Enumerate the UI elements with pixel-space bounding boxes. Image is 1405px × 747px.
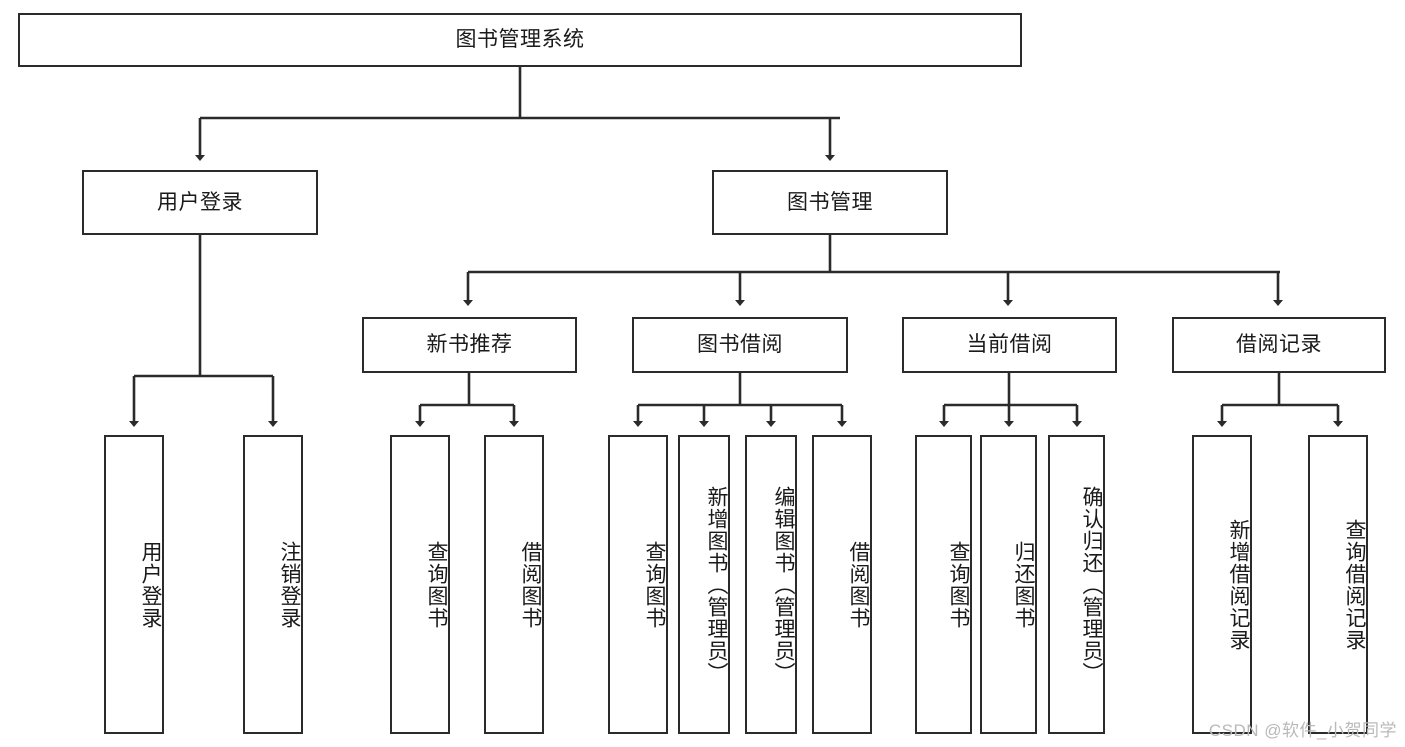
node-book-borrow-label: 图书借阅: [697, 333, 783, 357]
node-root[interactable]: 图书管理系统: [18, 13, 1022, 67]
node-book-management[interactable]: 图书管理: [712, 170, 948, 235]
node-new-book-recommend-label: 新书推荐: [426, 333, 513, 357]
node-leaf-return-book-label: 归还图书: [1012, 540, 1035, 629]
node-leaf-edit-book[interactable]: 编辑图书（管理员）: [745, 435, 797, 734]
node-leaf-add-book-label: 新增图书（管理员）: [705, 485, 728, 684]
node-leaf-borrow-book-1-label: 借阅图书: [519, 540, 542, 629]
node-leaf-query-book-2[interactable]: 查询图书: [608, 435, 668, 734]
node-user-login-label: 用户登录: [157, 190, 243, 214]
node-leaf-return-book[interactable]: 归还图书: [980, 435, 1037, 734]
node-leaf-query-record[interactable]: 查询借阅记录: [1308, 435, 1368, 734]
node-root-label: 图书管理系统: [455, 28, 585, 52]
node-leaf-query-book-1[interactable]: 查询图书: [390, 435, 450, 734]
node-leaf-query-book-3-label: 查询图书: [947, 540, 970, 629]
node-leaf-query-record-label: 查询借阅记录: [1343, 518, 1366, 651]
node-leaf-borrow-book-2-label: 借阅图书: [847, 540, 870, 629]
node-leaf-add-book[interactable]: 新增图书（管理员）: [678, 435, 730, 734]
node-book-management-label: 图书管理: [787, 190, 873, 214]
node-leaf-add-record[interactable]: 新增借阅记录: [1192, 435, 1252, 734]
node-leaf-confirm-return-label: 确认归还（管理员）: [1080, 485, 1103, 684]
node-current-borrow-label: 当前借阅: [966, 333, 1053, 357]
watermark: CSDN @软件_小贺同学: [1208, 721, 1397, 740]
node-leaf-add-record-label: 新增借阅记录: [1227, 518, 1250, 651]
node-borrow-record[interactable]: 借阅记录: [1172, 317, 1386, 373]
node-book-borrow[interactable]: 图书借阅: [632, 317, 848, 373]
node-leaf-user-login[interactable]: 用户登录: [104, 435, 164, 734]
node-leaf-logout-label: 注销登录: [278, 540, 301, 629]
node-leaf-query-book-1-label: 查询图书: [425, 540, 448, 629]
node-leaf-confirm-return[interactable]: 确认归还（管理员）: [1048, 435, 1105, 734]
node-user-login[interactable]: 用户登录: [82, 170, 318, 235]
node-leaf-borrow-book-1[interactable]: 借阅图书: [484, 435, 544, 734]
node-current-borrow[interactable]: 当前借阅: [902, 317, 1117, 373]
node-leaf-borrow-book-2[interactable]: 借阅图书: [812, 435, 872, 734]
node-new-book-recommend[interactable]: 新书推荐: [362, 317, 577, 373]
node-leaf-query-book-3[interactable]: 查询图书: [915, 435, 972, 734]
node-leaf-user-login-label: 用户登录: [139, 540, 162, 629]
node-borrow-record-label: 借阅记录: [1236, 333, 1322, 357]
node-leaf-query-book-2-label: 查询图书: [643, 540, 666, 629]
node-leaf-edit-book-label: 编辑图书（管理员）: [772, 485, 795, 684]
node-leaf-logout[interactable]: 注销登录: [243, 435, 303, 734]
